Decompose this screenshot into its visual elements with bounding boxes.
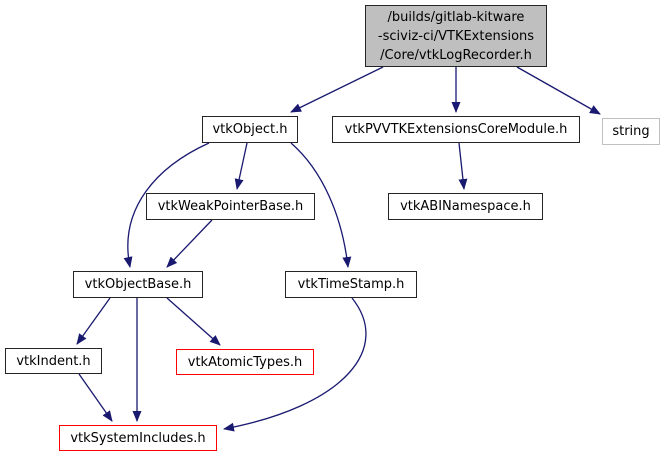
edge-vtktimestamp-to-vtksystemincludes	[223, 297, 367, 432]
node-vtkobject-label: vtkObject.h	[212, 122, 288, 137]
node-vtkindent-label: vtkIndent.h	[16, 353, 91, 369]
node-vtkabinamespace-label: vtkABINamespace.h	[400, 199, 531, 214]
edge-vtkpvvtkextensionscoremodule-to-vtkabinamespace	[458, 142, 468, 190]
edge-vtkindent-to-vtksystemincludes	[78, 373, 113, 422]
node-vtkweakpointerbase-label: vtkWeakPointerBase.h	[157, 199, 304, 214]
node-vtkatomictypes-label: vtkAtomicTypes.h	[187, 354, 303, 370]
node-vtkabinamespace[interactable]: vtkABINamespace.h	[388, 193, 543, 220]
edge-vtkobjectbase-to-vtkatomictypes	[166, 297, 221, 346]
edge-vtkweakpointerbase-to-vtkobjectbase	[166, 219, 213, 268]
node-vtksystemincludes-label: vtkSystemIncludes.h	[70, 430, 206, 446]
node-vtkindent[interactable]: vtkIndent.h	[5, 348, 102, 374]
node-vtkpvvtkextensionscoremodule[interactable]: vtkPVVTKExtensionsCoreModule.h	[332, 116, 580, 143]
edge-vtkobjectbase-to-vtkindent	[76, 297, 111, 345]
node-string: string	[602, 118, 660, 145]
edge-vtklogrecorder-to-string	[516, 66, 601, 115]
edge-vtkobject-to-vtkobjectbase	[123, 142, 210, 268]
node-vtkobject[interactable]: vtkObject.h	[202, 116, 298, 143]
node-vtklogrecorder-label: /builds/gitlab-kitware -sciviz-ci/VTKExt…	[377, 9, 535, 63]
edge-vtkobject-to-vtktimestamp	[290, 142, 352, 268]
edge-vtkobject-to-vtkweakpointerbase	[234, 142, 248, 190]
node-vtkobjectbase[interactable]: vtkObjectBase.h	[73, 271, 203, 298]
node-vtksystemincludes[interactable]: vtkSystemIncludes.h	[59, 425, 217, 451]
node-vtklogrecorder: /builds/gitlab-kitware -sciviz-ci/VTKExt…	[365, 5, 547, 67]
node-vtkatomictypes[interactable]: vtkAtomicTypes.h	[176, 349, 314, 375]
node-vtktimestamp[interactable]: vtkTimeStamp.h	[285, 271, 417, 298]
node-vtktimestamp-label: vtkTimeStamp.h	[297, 277, 405, 292]
edge-vtklogrecorder-to-vtkobject	[290, 66, 384, 113]
node-vtkpvvtkextensionscoremodule-label: vtkPVVTKExtensionsCoreModule.h	[344, 122, 568, 137]
node-vtkweakpointerbase[interactable]: vtkWeakPointerBase.h	[146, 193, 315, 220]
node-string-label: string	[612, 124, 650, 139]
node-vtkobjectbase-label: vtkObjectBase.h	[84, 277, 192, 292]
